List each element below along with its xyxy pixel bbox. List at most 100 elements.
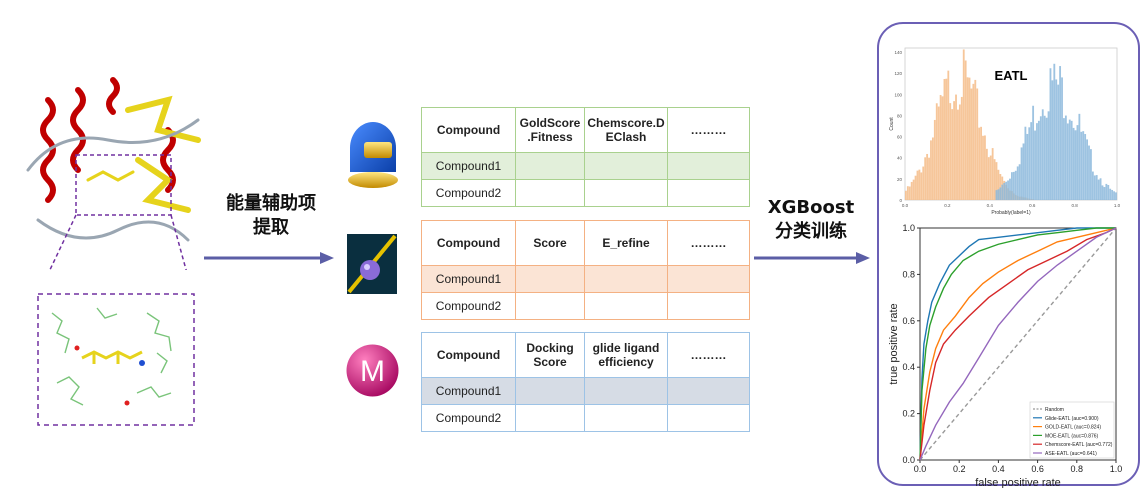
histogram-bar	[980, 126, 982, 200]
histogram-bar	[935, 103, 938, 200]
roc-xtick-label: 0.0	[914, 464, 927, 474]
histogram-bar	[1103, 187, 1106, 200]
histogram-bar	[960, 96, 963, 200]
roc-legend-label: Random	[1045, 407, 1064, 413]
table-cell	[515, 377, 585, 405]
table-cell	[515, 404, 585, 432]
histogram-bar	[991, 148, 994, 200]
histogram-bar	[1063, 118, 1065, 200]
histogram-bar	[962, 49, 965, 200]
histogram-bar	[1016, 166, 1019, 200]
histogram-bar	[1051, 80, 1054, 200]
histogram-bar	[910, 181, 913, 200]
roc-ytick-label: 0.2	[902, 409, 915, 419]
roc-series-line	[919, 227, 1116, 461]
histogram-bar	[1009, 178, 1011, 200]
histogram-bar	[1091, 171, 1094, 200]
table-row: Compound1	[421, 152, 750, 180]
histogram-bar	[1024, 126, 1027, 200]
histogram-bar	[953, 101, 956, 200]
histogram-xtick: 1.0	[1114, 203, 1121, 208]
histogram-bar	[945, 78, 948, 200]
roc-xtick-label: 0.4	[992, 464, 1005, 474]
compound-name-cell: Compound2	[421, 179, 516, 207]
protein-structure-image	[26, 77, 201, 270]
histogram-bar	[1068, 119, 1071, 200]
histogram-bar	[1074, 130, 1077, 200]
histogram-bar	[1012, 171, 1015, 200]
histogram-bar	[1088, 145, 1090, 200]
roc-ytick-label: 0.0	[902, 455, 915, 465]
histogram-bar	[1020, 147, 1023, 200]
roc-ytick-label: 0.8	[902, 269, 915, 279]
histogram-bar	[924, 157, 927, 200]
histogram-bar	[1028, 127, 1031, 200]
histogram-bar	[1109, 188, 1112, 200]
roc-xtick-label: 0.8	[1071, 464, 1084, 474]
histogram-bar	[1037, 120, 1040, 200]
histogram-ytick: 60	[897, 135, 903, 140]
table-row: Compound2	[421, 292, 750, 320]
histogram-bar	[1090, 149, 1092, 200]
roc-ytick-label: 0.6	[902, 316, 915, 326]
gold-software-icon	[348, 122, 398, 188]
table-cell	[584, 292, 668, 320]
table-header-cell: ………	[667, 220, 750, 266]
histogram-bar	[957, 109, 959, 200]
histogram-ytick: 0	[899, 198, 902, 203]
compound-name-cell: Compound2	[421, 292, 516, 320]
histogram-bar	[984, 135, 986, 200]
histogram-bar	[1099, 178, 1102, 200]
histogram-bar	[939, 94, 942, 200]
histogram-bar	[1026, 133, 1029, 200]
histogram-title: EATL	[995, 68, 1028, 83]
training-label-line2: 分类训练	[775, 221, 847, 242]
histogram-bar	[978, 127, 981, 200]
roc-legend-label: GOLD-EATL (auc=0.824)	[1045, 425, 1101, 431]
feature-extraction-label-line1: 能量辅助项	[226, 193, 316, 214]
histogram-bar	[1047, 111, 1050, 200]
histogram-bar	[1070, 120, 1073, 200]
histogram-bar	[1030, 122, 1033, 200]
training-label-line1: XGBoost	[767, 197, 855, 218]
roc-legend-label: Chemscore-EATL (auc=0.772)	[1045, 442, 1113, 448]
histogram-bar	[1036, 123, 1038, 200]
histogram-bar	[928, 157, 930, 200]
histogram-bar	[1093, 175, 1096, 200]
table-header-cell: Compound	[421, 107, 516, 153]
histogram-xtick: 0.2	[944, 203, 951, 208]
histogram-bar	[926, 153, 929, 200]
histogram-bar	[1113, 191, 1115, 200]
svg-text:M: M	[360, 355, 385, 388]
binding-pocket-image	[37, 293, 195, 426]
histogram-bar	[1049, 68, 1052, 200]
roc-series-line	[919, 227, 1117, 461]
table-row: Compound1	[421, 377, 750, 405]
roc-legend-label: ASE-EATL (auc=0.641)	[1045, 451, 1097, 457]
histogram-xtick: 0.0	[902, 203, 909, 208]
histogram-bar	[1095, 175, 1098, 200]
histogram-bar	[1032, 105, 1035, 200]
histogram-bar	[1078, 113, 1081, 200]
table-cell	[667, 404, 750, 432]
histogram-bar	[1014, 170, 1017, 200]
histogram-bar	[968, 77, 971, 200]
table-header-cell: ………	[667, 332, 750, 378]
histogram-bar	[958, 104, 961, 200]
histogram-bar	[951, 109, 954, 200]
table-cell	[515, 152, 585, 180]
compound-name-cell: Compound1	[421, 265, 516, 293]
histogram-bar	[993, 159, 996, 200]
histogram-ytick: 100	[894, 92, 902, 97]
roc-series-line	[919, 227, 1117, 461]
histogram-bar	[1111, 189, 1114, 200]
roc-xtick-label: 0.6	[1031, 464, 1044, 474]
feature-extraction-label-line2: 提取	[253, 217, 289, 238]
histogram-bar	[995, 190, 998, 200]
histogram-bar	[1082, 131, 1085, 200]
histogram-bar	[1072, 127, 1075, 200]
results-panel	[877, 22, 1140, 486]
histogram-bar	[1105, 183, 1108, 200]
